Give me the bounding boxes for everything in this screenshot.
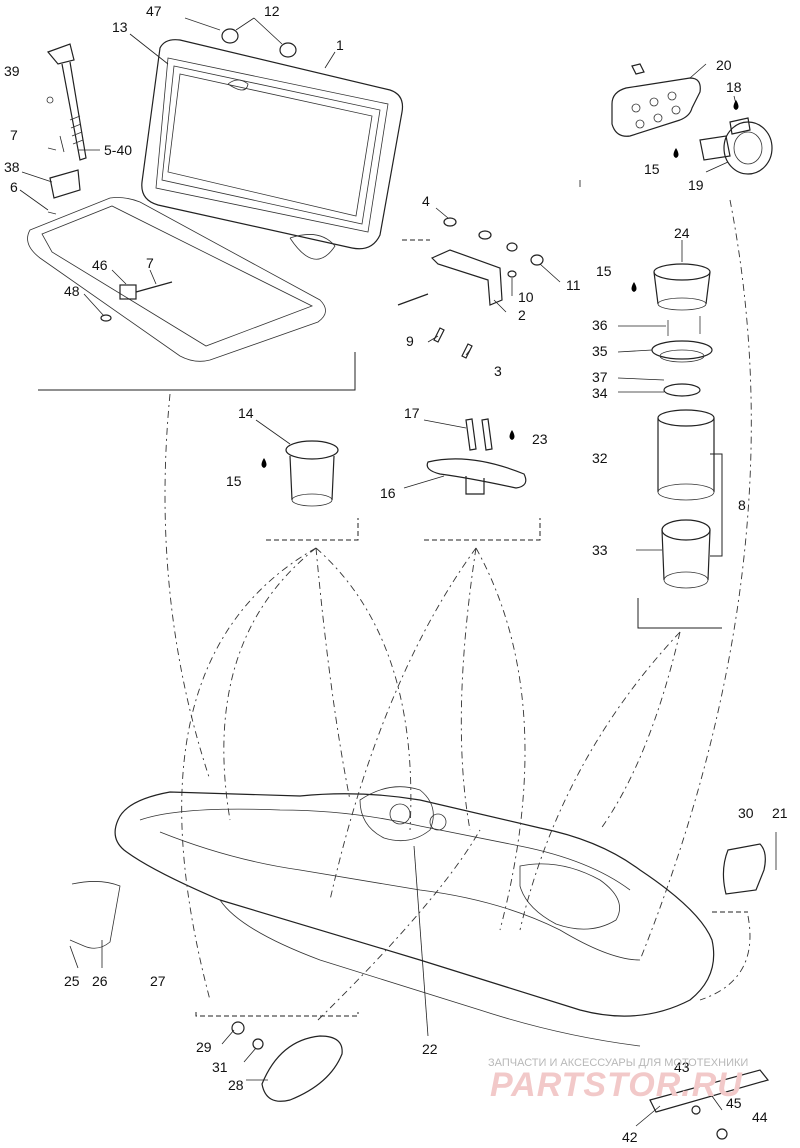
callout-42: 42 bbox=[622, 1129, 638, 1145]
hood-strut-parts-5-40 bbox=[46, 43, 87, 215]
hood-grommets-part-12 bbox=[184, 17, 297, 58]
callout-7-mid: 7 bbox=[146, 255, 154, 271]
group-bracket-16 bbox=[424, 518, 541, 541]
hood-lid-part-1 bbox=[141, 39, 404, 260]
callout-14: 14 bbox=[238, 405, 254, 421]
callout-leaders bbox=[19, 17, 777, 1127]
mount-parts-42-45 bbox=[649, 1069, 770, 1140]
callout-38: 38 bbox=[4, 159, 20, 175]
latch-bracket-part-46 bbox=[100, 281, 173, 322]
callout-46: 46 bbox=[92, 257, 108, 273]
callout-15-top: 15 bbox=[644, 161, 660, 177]
callout-9: 9 bbox=[406, 333, 414, 349]
group-bracket-14 bbox=[266, 518, 359, 541]
watermark: ЗАПЧАСТИ И АКСЕССУАРЫ ДЛЯ МОТОТЕХНИКИ PA… bbox=[488, 1057, 748, 1104]
drop-icon bbox=[733, 100, 739, 110]
group-bracket-8 bbox=[710, 453, 723, 557]
callout-23: 23 bbox=[532, 431, 548, 447]
callout-26: 26 bbox=[92, 973, 108, 989]
watermark-logo: PARTSTOR.RU bbox=[490, 1066, 743, 1104]
callout-15-low: 15 bbox=[226, 473, 242, 489]
leader-lines bbox=[164, 180, 752, 1021]
sealant-drop-icons bbox=[261, 100, 739, 468]
drop-icon bbox=[509, 430, 515, 440]
knob-part-19 bbox=[699, 117, 773, 175]
callout-37: 37 bbox=[592, 369, 608, 385]
callout-16: 16 bbox=[380, 485, 396, 501]
callout-19: 19 bbox=[688, 177, 704, 193]
cleat-part-16 bbox=[426, 418, 527, 495]
callout-11: 11 bbox=[566, 277, 581, 293]
callout-15-mid: 15 bbox=[596, 263, 612, 279]
callout-8: 8 bbox=[738, 497, 746, 513]
callout-labels: 1 13 47 12 39 7 5-40 38 6 46 7 48 4 11 1… bbox=[4, 3, 788, 1145]
callout-48: 48 bbox=[64, 283, 80, 299]
callout-5-40: 5-40 bbox=[104, 142, 132, 158]
hinge-assembly-part-2 bbox=[397, 217, 544, 359]
clamp-part-33 bbox=[661, 519, 711, 589]
callout-13: 13 bbox=[112, 19, 128, 35]
callout-36: 36 bbox=[592, 317, 608, 333]
callout-30: 30 bbox=[738, 805, 754, 821]
callout-21: 21 bbox=[772, 805, 788, 821]
callout-39: 39 bbox=[4, 63, 20, 79]
callout-43: 43 bbox=[674, 1059, 690, 1075]
group-bracket-fuel bbox=[637, 598, 722, 629]
filler-neck-part-24 bbox=[653, 263, 711, 311]
callout-33: 33 bbox=[592, 542, 608, 558]
cover-part-28 bbox=[231, 1021, 343, 1102]
callout-2: 2 bbox=[518, 307, 526, 323]
watercraft-hull bbox=[69, 786, 715, 1047]
drop-icon bbox=[261, 458, 267, 468]
callout-4: 4 bbox=[422, 193, 430, 209]
ring-parts-35-37 bbox=[651, 316, 713, 397]
callout-7-top: 7 bbox=[10, 127, 18, 143]
callout-20: 20 bbox=[716, 57, 732, 73]
callout-12: 12 bbox=[264, 3, 280, 19]
footrest-part-30 bbox=[722, 843, 766, 895]
callout-25: 25 bbox=[64, 973, 80, 989]
group-bracket-28 bbox=[195, 1012, 359, 1017]
callout-47: 47 bbox=[146, 3, 162, 19]
callout-27: 27 bbox=[150, 973, 166, 989]
callout-32: 32 bbox=[592, 450, 608, 466]
callout-10: 10 bbox=[518, 289, 534, 305]
callout-6: 6 bbox=[10, 179, 18, 195]
callout-28: 28 bbox=[228, 1077, 244, 1093]
callout-24: 24 bbox=[674, 225, 690, 241]
callout-44: 44 bbox=[752, 1109, 768, 1125]
cup-holder-part-14 bbox=[285, 440, 339, 507]
callout-18: 18 bbox=[726, 79, 742, 95]
callout-22: 22 bbox=[422, 1041, 438, 1057]
storage-tray-outline bbox=[27, 197, 326, 362]
callout-31: 31 bbox=[212, 1059, 228, 1075]
callout-35: 35 bbox=[592, 343, 608, 359]
watermark-tagline: ЗАПЧАСТИ И АКСЕССУАРЫ ДЛЯ МОТОТЕХНИКИ bbox=[488, 1057, 748, 1069]
hose-part-32 bbox=[657, 409, 715, 501]
plate-part-20 bbox=[611, 63, 701, 137]
callout-29: 29 bbox=[196, 1039, 212, 1055]
callout-1: 1 bbox=[336, 37, 344, 53]
drop-icon bbox=[631, 282, 637, 292]
group-bracket-hood bbox=[38, 352, 356, 391]
callout-34: 34 bbox=[592, 385, 608, 401]
drop-icon bbox=[673, 148, 679, 158]
callout-17: 17 bbox=[404, 405, 420, 421]
callout-45: 45 bbox=[726, 1095, 742, 1111]
callout-3: 3 bbox=[494, 363, 502, 379]
